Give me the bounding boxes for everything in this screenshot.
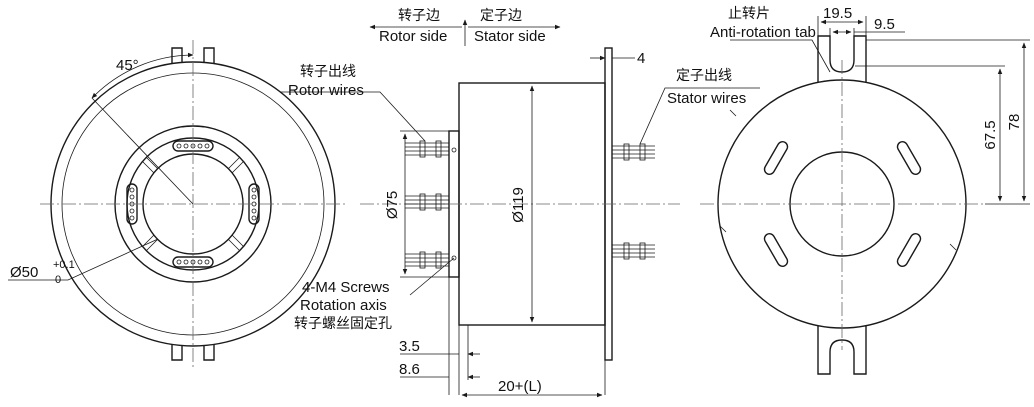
stator-wire-slots [763,141,922,267]
height-78-dim: 78 [1006,114,1023,131]
tab-width-dim: 19.5 [823,5,852,22]
rotor-holes-cn: 转子螺丝固定孔 [294,316,392,332]
screws-label: 4-M4 Screws [302,279,390,296]
bore-dimension: Ø50 [10,264,38,281]
rotor-offset-dim: 8.6 [399,361,420,378]
rotor-wire-bundles [405,140,449,269]
bore-tol-lower: 0 [55,274,61,286]
bore-leader [8,238,159,281]
stator-face-view: 止转片 Anti-rotation tab 19.5 9.5 67.5 78 [700,5,1030,375]
height-67-dim: 67.5 [982,120,999,149]
rotor-side-label: Rotor side [379,28,447,45]
bore-tol-upper: +0.1 [53,259,75,271]
stator-side-cn: 定子边 [480,8,522,24]
tab-thickness-dim: 4 [637,50,645,67]
rotor-wires-label: Rotor wires [288,82,364,99]
slot-width-dim: 9.5 [874,16,895,33]
stator-wires-label: Stator wires [667,90,746,107]
length-dim: 20+(L) [498,378,542,395]
rotor-face-view: 45° Ø50 +0.1 0 [8,40,346,368]
stator-side-label: Stator side [474,28,546,45]
anti-rotation-cn: 止转片 [728,6,770,22]
rotor-side-cn: 转子边 [398,8,440,24]
anti-rotation-label: Anti-rotation tab [710,24,816,41]
rotor-wires-cn: 转子出线 [300,64,356,80]
housing-diameter-dim: Ø119 [510,187,527,223]
stator-wires-cn: 定子出线 [676,68,732,84]
flange-diameter-dim: Ø75 [384,191,401,219]
angle-dimension-arc [91,52,194,99]
flange-thickness-dim: 3.5 [399,338,420,355]
stator-wire-bundles [612,143,655,260]
angle-label: 45° [116,57,139,74]
rotation-axis-label: Rotation axis [300,297,387,314]
side-view: 转子边 定子边 Rotor side Stator side [280,8,760,398]
